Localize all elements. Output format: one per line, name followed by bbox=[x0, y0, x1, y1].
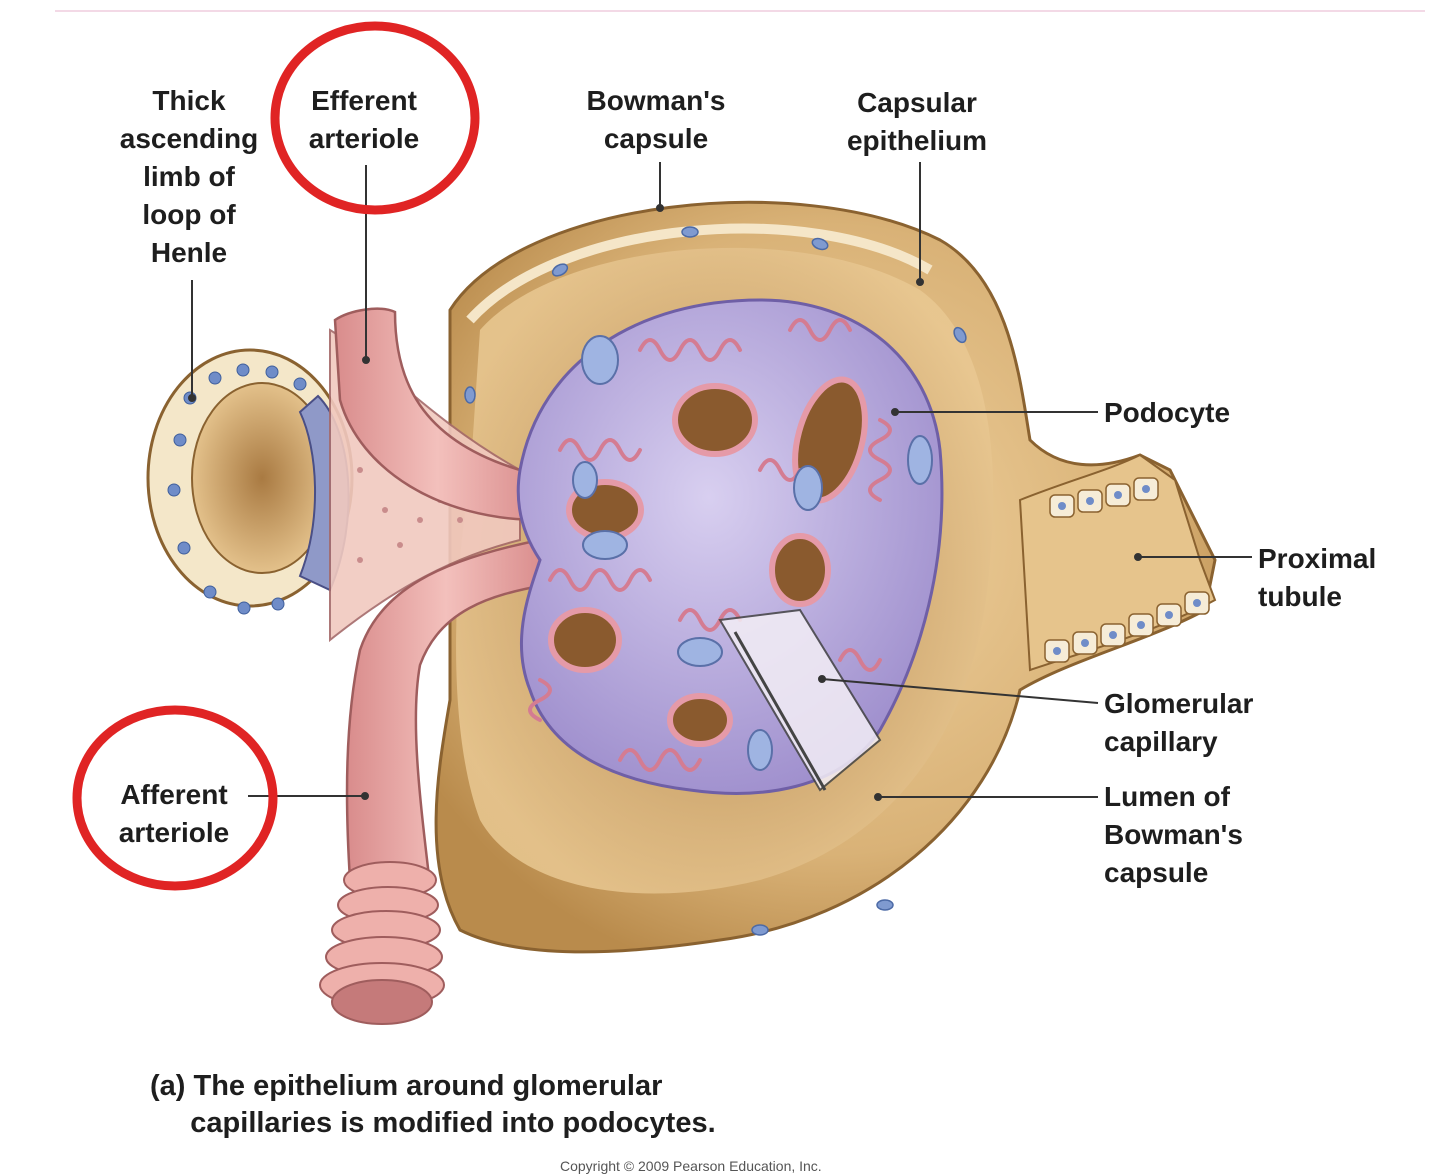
label-glomerular-capillary: Glomerular capillary bbox=[1104, 688, 1254, 757]
label-afferent-arteriole: Afferent arteriole bbox=[118, 779, 230, 848]
figure-caption: (a) The epithelium around glomerular cap… bbox=[150, 1070, 716, 1139]
efferent-arteriole-shape bbox=[333, 307, 542, 522]
label-efferent-arteriole: Efferent arteriole bbox=[308, 85, 420, 154]
label-thick-ascending-limb: Thick ascending limb of loop of Henle bbox=[119, 85, 259, 268]
label-capsular-epithelium: Capsular epithelium bbox=[846, 87, 987, 156]
label-podocyte: Podocyte bbox=[1104, 397, 1231, 428]
label-lumen-of-bowmans-capsule: Lumen of Bowman's capsule bbox=[1104, 781, 1243, 888]
copyright-notice: Copyright © 2009 Pearson Education, Inc. bbox=[560, 1158, 822, 1174]
label-proximal-tubule: Proximal tubule bbox=[1258, 543, 1377, 612]
afferent-highlight-circle bbox=[72, 705, 278, 891]
efferent-highlight-circle bbox=[270, 21, 480, 215]
leader-lines bbox=[188, 162, 1252, 801]
label-bowmans-capsule: Bowman's capsule bbox=[586, 85, 726, 154]
afferent-coils bbox=[319, 861, 445, 1025]
top-divider bbox=[55, 10, 1425, 12]
thick-ascending-limb-shape bbox=[146, 348, 354, 615]
